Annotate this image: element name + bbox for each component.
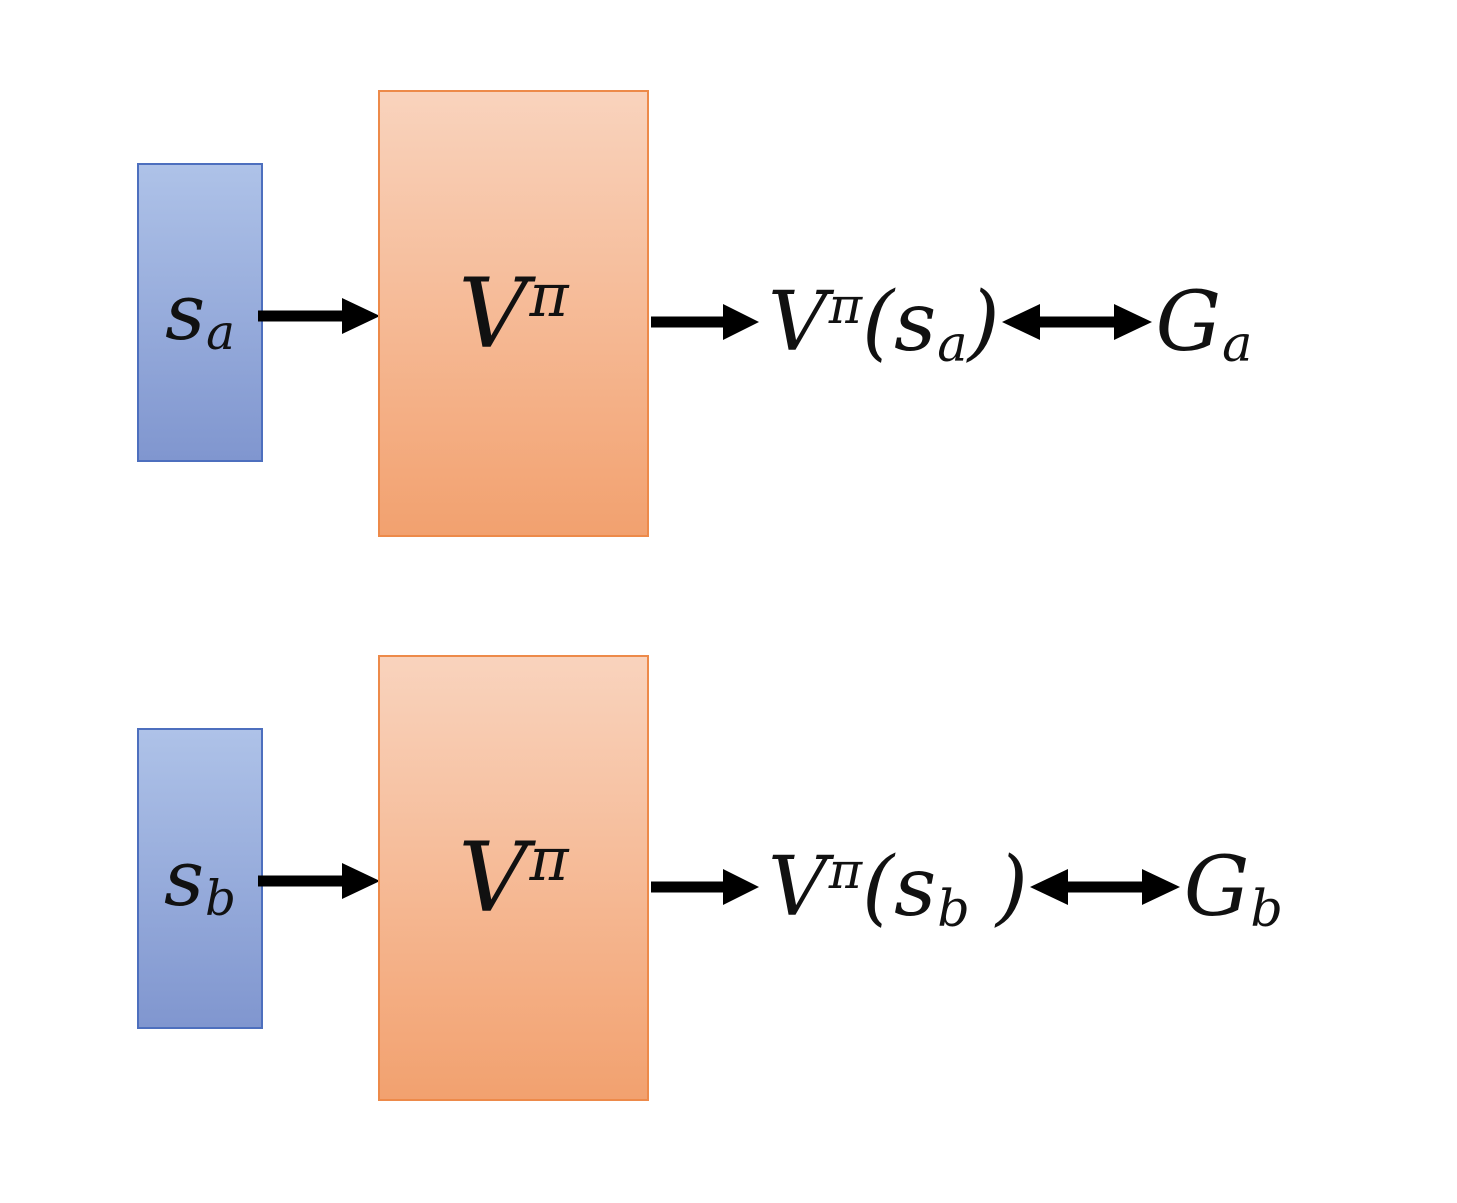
equation-a: Vπ(sa) Ga xyxy=(768,262,1252,382)
expr-sup: π xyxy=(828,841,863,901)
expr-close-paren: ) xyxy=(969,839,1028,935)
state-base: s xyxy=(164,833,205,924)
expr-open-paren: ( xyxy=(862,274,895,370)
expr-arg: s xyxy=(894,274,937,370)
state-sub: b xyxy=(205,871,236,928)
expr-arg-sub: a xyxy=(937,313,968,373)
state-sub: a xyxy=(206,305,235,362)
expr-arg-sub: b xyxy=(937,878,970,938)
expr-close-paren: ) xyxy=(967,274,1000,370)
return-label-a: Ga xyxy=(1155,274,1253,373)
return-label-b: Gb xyxy=(1183,839,1283,938)
model-sup: π xyxy=(529,826,569,896)
right-arrow-icon xyxy=(651,869,759,905)
right-arrow-icon xyxy=(651,304,759,340)
right-arrow-icon xyxy=(258,298,380,334)
return-base: G xyxy=(1183,839,1250,935)
state-label-a: sa xyxy=(165,267,235,362)
model-box-b: Vπ xyxy=(378,655,649,1101)
state-label-b: sb xyxy=(164,833,236,928)
model-base: V xyxy=(458,257,528,370)
expr-base: V xyxy=(768,839,828,935)
expr-open-paren: ( xyxy=(862,839,895,935)
expr-base: V xyxy=(768,274,828,370)
model-base: V xyxy=(458,822,528,934)
value-expression-b: Vπ(sb ) xyxy=(768,839,1028,938)
value-expression-a: Vπ(sa) xyxy=(768,274,1000,373)
model-label-b: Vπ xyxy=(458,822,568,934)
state-box-a: sa xyxy=(137,163,263,462)
right-arrow-icon xyxy=(258,863,380,899)
equation-b: Vπ(sb ) Gb xyxy=(768,827,1283,947)
state-box-b: sb xyxy=(137,728,263,1029)
expr-sup: π xyxy=(828,276,863,336)
model-label-a: Vπ xyxy=(458,258,568,370)
state-base: s xyxy=(165,267,206,358)
return-base: G xyxy=(1155,274,1222,370)
model-box-a: Vπ xyxy=(378,90,649,537)
return-sub: a xyxy=(1222,313,1253,373)
double-arrow-icon xyxy=(1029,869,1180,905)
return-sub: b xyxy=(1250,878,1283,938)
model-sup: π xyxy=(529,261,569,331)
expr-arg: s xyxy=(894,839,937,935)
double-arrow-icon xyxy=(1001,304,1152,340)
